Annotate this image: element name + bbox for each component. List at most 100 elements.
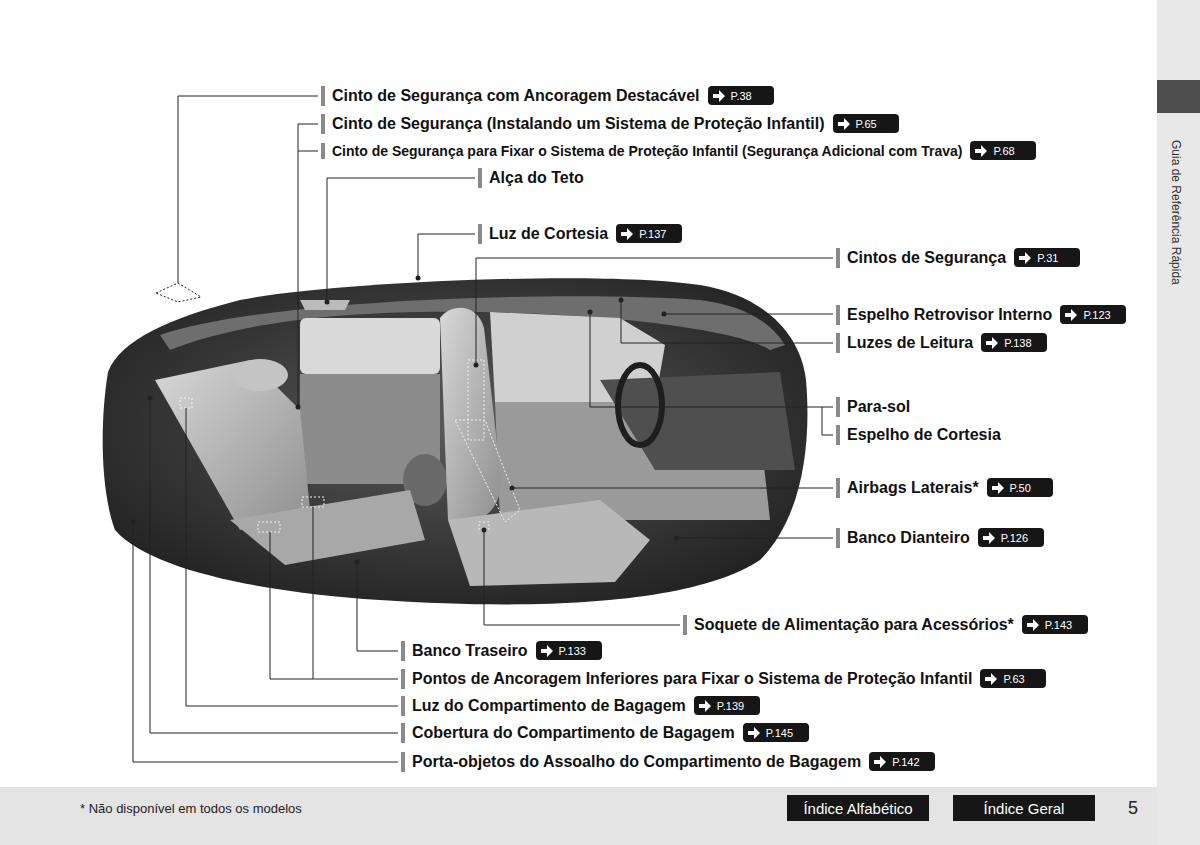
arrow-icon (975, 145, 987, 157)
rear-seat-cushion (230, 490, 425, 565)
page-reference: P.31 (1037, 252, 1058, 264)
leader-line (298, 124, 318, 407)
arrow-icon (541, 645, 553, 657)
light-outline (180, 398, 192, 408)
leader-lines (131, 96, 834, 762)
arrow-icon (874, 756, 886, 768)
arrow-icon (838, 118, 850, 130)
button-text: Índice Alfabético (803, 800, 912, 817)
leader-line (133, 522, 398, 762)
callout-label: Cinto de Segurança (Instalando um Sistem… (321, 114, 825, 133)
page-reference: P.142 (892, 756, 919, 768)
page-reference-badge: P.50 (987, 478, 1053, 497)
arrow-icon (748, 727, 760, 739)
callout-label: Soquete de Alimentação para Acessórios* (683, 615, 1014, 634)
leader-line (270, 532, 398, 679)
page-reference-badge: P.143 (1022, 615, 1088, 634)
roof-grip (300, 300, 350, 310)
callout-label: Pontos de Ancoragem Inferiores para Fixa… (401, 669, 972, 688)
leader-line (327, 178, 475, 302)
leader-line (178, 96, 318, 283)
rear-window (300, 318, 440, 374)
page-reference-badge: P.138 (981, 333, 1047, 352)
leader-dot (588, 310, 593, 315)
arrow-icon (986, 337, 998, 349)
callout-label: Luzes de Leitura (836, 333, 973, 352)
callout-label: Porta-objetos do Assoalho do Compartimen… (401, 752, 861, 771)
arrow-icon (992, 482, 1004, 494)
callout-label: Espelho de Cortesia (836, 425, 1001, 444)
section-tab-text: Guia de Referência Rápida (1169, 140, 1183, 285)
leader-line (590, 312, 833, 407)
leader-dot (131, 520, 136, 525)
button-text: Índice Geral (984, 800, 1065, 817)
arrow-icon (699, 700, 711, 712)
page-reference: P.126 (1001, 532, 1028, 544)
front-seat-cushion (448, 500, 650, 586)
callout-label: Para-sol (836, 397, 910, 416)
arrow-icon (1027, 619, 1039, 631)
arrow-icon (713, 90, 725, 102)
belt-outline (468, 360, 484, 440)
leader-line (186, 408, 398, 706)
callout-label: Cintos de Segurança (836, 248, 1006, 267)
leader-dot (482, 528, 487, 533)
arrow-icon (874, 756, 886, 768)
leader-dot (674, 536, 679, 541)
arrow-icon (1027, 619, 1039, 631)
callout-label: Airbags Laterais* (836, 478, 979, 497)
side-strip (1157, 0, 1200, 845)
steering-wheel (618, 365, 662, 445)
page-reference-badge: P.139 (694, 696, 760, 715)
arrow-icon (1065, 309, 1077, 321)
front-seat-back (440, 308, 501, 520)
leader-dot (325, 300, 330, 305)
leader-line (476, 258, 833, 365)
page-number: 5 (1128, 798, 1138, 819)
footer-band (0, 787, 1157, 845)
page-reference-badge: P.126 (978, 528, 1044, 547)
leader-line (484, 530, 680, 625)
index-button: Índice Geral (953, 795, 1095, 821)
page-reference-badge: P.31 (1014, 248, 1080, 267)
leader-line (621, 300, 833, 343)
leader-line (313, 507, 314, 679)
callout-label: Cinto de Segurança com Ancoragem Destacá… (321, 86, 700, 105)
rear-seat-back (155, 360, 310, 530)
callout-label: Espelho Retrovisor Interno (836, 305, 1052, 324)
leader-line (676, 538, 833, 539)
leader-dot (510, 486, 515, 491)
page-reference: P.65 (856, 118, 877, 130)
page-reference-badge: P.133 (536, 641, 602, 660)
page-reference: P.123 (1083, 309, 1110, 321)
page-reference-badge: P.65 (833, 114, 899, 133)
hidden-anchor (156, 283, 201, 302)
page-reference: P.50 (1010, 482, 1031, 494)
leader-dot (662, 312, 667, 317)
side-tab (1157, 80, 1200, 113)
arrow-icon (699, 700, 711, 712)
page-reference-badge: P.123 (1060, 305, 1126, 324)
callout-label: Luz de Cortesia (478, 224, 608, 243)
page-reference: P.143 (1045, 619, 1072, 631)
leader-line (298, 151, 318, 152)
leader-line (512, 488, 833, 489)
leader-line (664, 314, 833, 315)
leader-line (418, 234, 475, 278)
anchor-outline (258, 522, 280, 532)
leader-dot (148, 396, 153, 401)
page-reference-badge: P.68 (970, 141, 1036, 160)
arrow-icon (748, 727, 760, 739)
arrow-icon (713, 90, 725, 102)
arrow-icon (985, 673, 997, 685)
arrow-icon (1065, 309, 1077, 321)
callout-label: Cobertura do Compartimento de Bagagem (401, 723, 735, 742)
arrow-icon (1019, 252, 1031, 264)
footnote: * Não disponível em todos os modelos (80, 801, 302, 816)
page-reference: P.145 (766, 727, 793, 739)
page-reference: P.133 (559, 645, 586, 657)
leader-dot (416, 276, 421, 281)
page-reference-badge: P.145 (743, 723, 809, 742)
callout-label: Banco Traseiro (401, 641, 528, 660)
page-reference-badge: P.137 (616, 224, 682, 243)
